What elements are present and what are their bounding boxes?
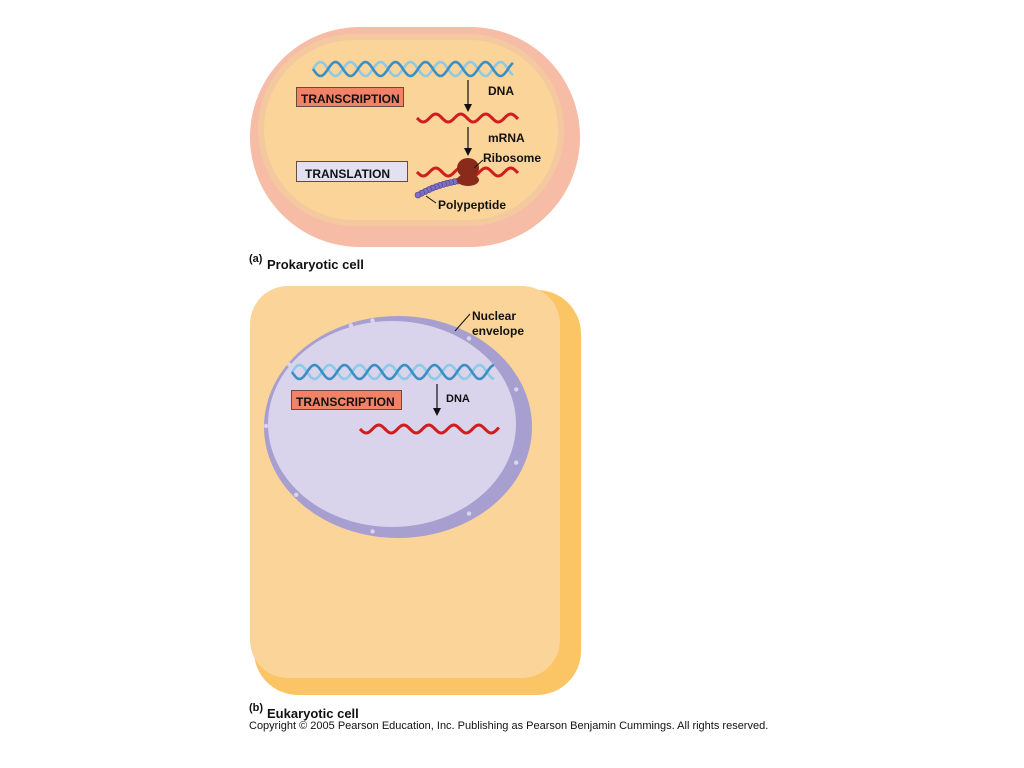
nuclear-pore (514, 460, 519, 465)
eukaryote-dna-helix (290, 363, 495, 381)
panel-b-title: Eukaryotic cell (267, 706, 359, 721)
amino-acid-bead (414, 191, 422, 199)
nuclear-pores (263, 318, 519, 534)
prokaryote-dna-label: DNA (488, 84, 514, 98)
prokaryote-translation-box: TRANSLATION (296, 161, 408, 182)
nuclear-pore (294, 492, 299, 497)
prokaryote-arrow-translation (464, 127, 472, 156)
nuclear-envelope-label-line2: envelope (472, 324, 525, 338)
panel-a-tag: (a) (249, 253, 263, 265)
nuclear-pore (466, 336, 472, 341)
prokaryote-mrna-upper (415, 112, 520, 124)
prokaryote-arrow-transcription (464, 80, 472, 112)
polypeptide-chain (414, 177, 462, 199)
nuclear-pore (287, 362, 292, 367)
eukaryote-dna-label: DNA (446, 393, 470, 405)
panel-a-title: Prokaryotic cell (267, 257, 364, 272)
polypeptide-label: Polypeptide (438, 198, 507, 212)
eukaryote-arrow-transcription (433, 384, 441, 416)
ribosome-leader-line (473, 159, 484, 169)
dna-strand-front (290, 363, 495, 381)
dna-strand-back (290, 363, 495, 381)
eukaryotic-cell (250, 286, 581, 695)
ribosome-label: Ribosome (483, 151, 542, 165)
dna-strand-front (311, 60, 514, 78)
nuclear-pore (348, 323, 354, 328)
nuclear-pore (370, 529, 375, 534)
dna-strand-back (311, 60, 514, 78)
prokaryote-transcription-label: TRANSCRIPTION (301, 92, 400, 106)
eukaryote-transcription-label: TRANSCRIPTION (296, 395, 395, 409)
polypeptide-leader-line (425, 195, 437, 204)
nuclear-pore (370, 318, 375, 323)
prokaryote-cytoplasm (264, 40, 558, 220)
prokaryote-dna-helix (311, 60, 514, 78)
prokaryotic-cell (250, 27, 580, 247)
nuclear-pore (263, 423, 269, 429)
panel-b-tag: (b) (249, 702, 264, 714)
copyright-notice: Copyright © 2005 Pearson Education, Inc.… (249, 720, 769, 732)
nuclear-pore (514, 387, 519, 392)
nuclear-envelope-label-line1: Nuclear (472, 309, 517, 323)
nucleus (268, 321, 516, 527)
prokaryote-translation-label: TRANSLATION (305, 167, 391, 181)
ribosome (457, 158, 479, 186)
eukaryote-mrna (358, 423, 501, 435)
nuclear-pore (466, 511, 472, 516)
nuclear-envelope-leader-line (454, 313, 471, 332)
prokaryote-mrna-label: mRNA (488, 131, 525, 145)
prokaryote-transcription-box: TRANSCRIPTION (296, 87, 404, 107)
eukaryote-transcription-box: TRANSCRIPTION (291, 390, 402, 410)
